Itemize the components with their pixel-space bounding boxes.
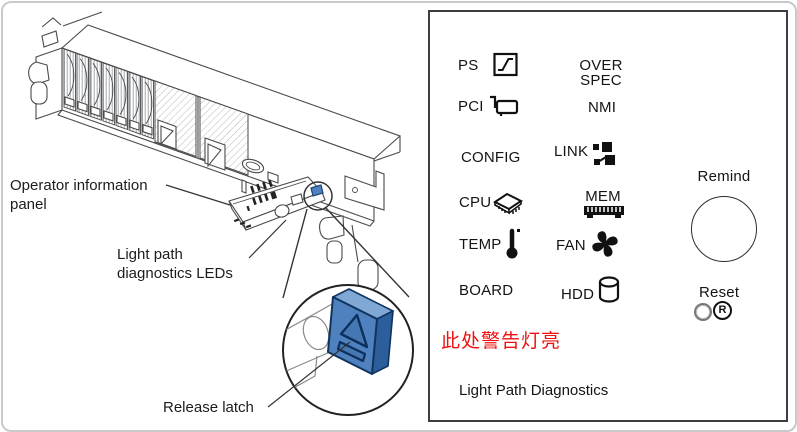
led-label-over-spec: OVER SPEC (579, 57, 623, 89)
operator-panel-tray (228, 176, 326, 231)
light-path-diagnostics-panel: PS PCI CONFIG CPU TEMP BOARD OVER SPEC N… (428, 10, 788, 422)
magnifier-callout (282, 181, 410, 299)
remind-label: Remind (697, 168, 751, 185)
label-operator-information-panel: Operator information panel (10, 177, 148, 213)
warning-annotation: 此处警告灯亮 (441, 331, 562, 352)
release-latch-graphic (327, 288, 394, 375)
link-blocks-icon (593, 142, 615, 165)
label-light-path-diagnostics-leds: Light path diagnostics LEDs (117, 246, 233, 282)
led-label-hdd: HDD (561, 286, 595, 303)
led-label-pci: PCI (458, 98, 484, 115)
cpu-chip-icon (493, 192, 523, 215)
thermometer-icon (506, 228, 520, 259)
led-label-nmi: NMI (588, 99, 617, 116)
reset-button (694, 303, 712, 321)
panel-title: Light Path Diagnostics (459, 382, 609, 399)
right-bracket (319, 170, 385, 291)
pci-card-icon (490, 95, 519, 116)
dimm-icon (584, 206, 624, 218)
remind-button (691, 196, 757, 262)
reset-label: Reset (699, 284, 740, 301)
fan-icon (592, 231, 618, 257)
label-release-latch: Release latch (163, 399, 254, 416)
disk-cylinder-icon (598, 276, 620, 303)
power-icon (493, 52, 518, 77)
led-label-cpu: CPU (459, 194, 492, 211)
leader-lines (165, 184, 351, 408)
empty-bay-fillers (154, 80, 249, 176)
led-label-link: LINK (554, 143, 589, 160)
led-label-temp: TEMP (459, 236, 502, 253)
led-label-config: CONFIG (461, 149, 521, 166)
led-label-mem: MEM (585, 188, 621, 205)
led-label-fan: FAN (556, 237, 586, 254)
magnified-release-latch (282, 284, 414, 416)
server-illustration (28, 11, 414, 416)
led-label-board: BOARD (459, 282, 514, 299)
drive-bays (63, 48, 154, 140)
vga-connector (241, 158, 279, 194)
registered-r-icon: R (713, 301, 732, 320)
led-label-ps: PS (458, 57, 479, 74)
